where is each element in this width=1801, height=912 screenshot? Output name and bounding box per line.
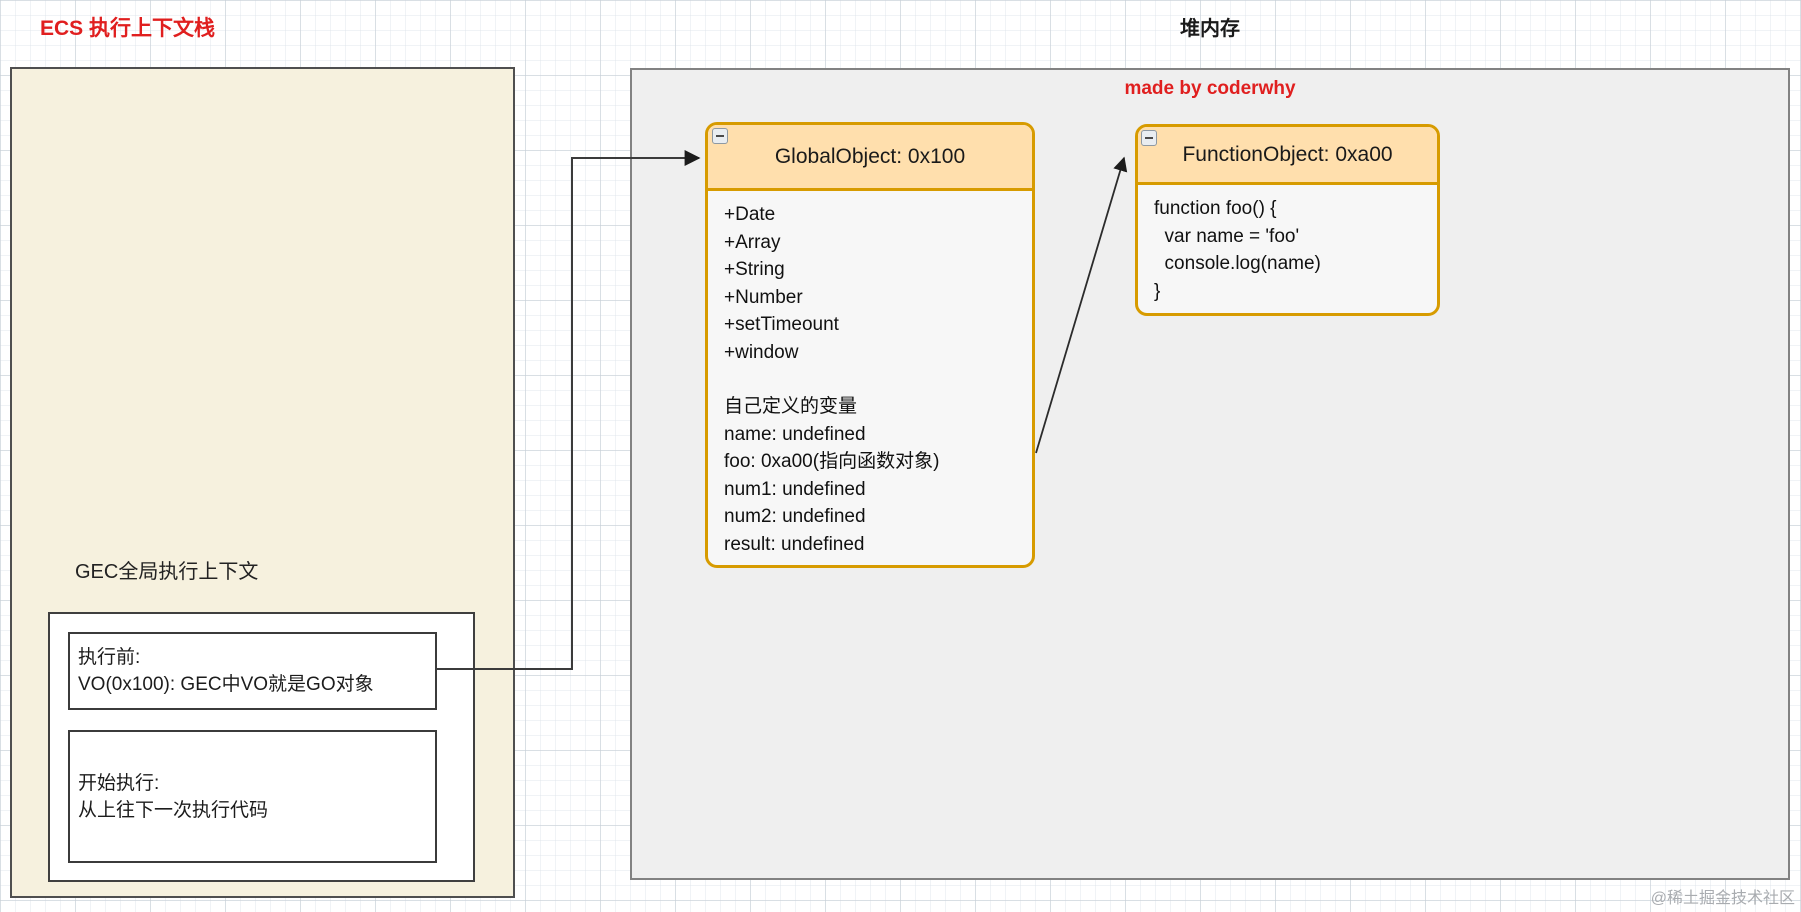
global-object-builtin-props: +Date +Array +String +Number +setTimeount +wi… bbox=[724, 201, 1032, 366]
heap-title: 堆内存 bbox=[1180, 18, 1240, 40]
property-line: num1: undefined bbox=[724, 478, 866, 500]
collapse-minus-icon[interactable] bbox=[1141, 130, 1157, 146]
property-line: name: undefined bbox=[724, 423, 866, 445]
property-line: +Date bbox=[724, 204, 776, 225]
function-object-node[interactable]: FunctionObject: 0xa00 function foo() { v… bbox=[1135, 124, 1440, 316]
gec-before-line2: VO(0x100): GEC中VO就是GO对象 bbox=[78, 674, 374, 695]
stack-title: ECS 执行上下文栈 bbox=[40, 17, 216, 40]
blank-line bbox=[724, 366, 1032, 393]
collapse-minus-icon[interactable] bbox=[712, 128, 728, 144]
gec-run-box[interactable]: 开始执行: 从上往下一次执行代码 bbox=[68, 730, 437, 863]
property-line: foo: 0xa00(指向函数对象) bbox=[724, 451, 940, 472]
function-object-body: function foo() { var name = 'foo' consol… bbox=[1138, 185, 1437, 305]
gec-before-box[interactable]: 执行前: VO(0x100): GEC中VO就是GO对象 bbox=[68, 632, 437, 710]
property-line: num2: undefined bbox=[724, 506, 866, 527]
gec-run-line1: 开始执行: bbox=[78, 772, 160, 794]
gec-label: GEC全局执行上下文 bbox=[75, 561, 259, 583]
gec-before-line1: 执行前: bbox=[78, 647, 141, 668]
global-object-custom-props: name: undefined foo: 0xa00(指向函数对象) num1: u… bbox=[724, 421, 1032, 559]
global-object-node[interactable]: GlobalObject: 0x100 +Date +Array +String +N… bbox=[705, 122, 1035, 568]
property-line: +Array bbox=[724, 231, 781, 253]
custom-vars-label: 自己定义的变量 bbox=[724, 396, 858, 417]
property-line: +String bbox=[724, 259, 785, 280]
property-line: +window bbox=[724, 341, 799, 363]
property-line: +Number bbox=[724, 286, 803, 308]
function-object-code: function foo() { var name = 'foo' consol… bbox=[1154, 195, 1437, 305]
property-line: +setTimeount bbox=[724, 314, 839, 335]
global-object-body: +Date +Array +String +Number +setTimeount +wi… bbox=[708, 191, 1032, 558]
code-line: } bbox=[1154, 280, 1161, 302]
code-line: function foo() { bbox=[1154, 198, 1277, 219]
property-line: result: undefined bbox=[724, 533, 865, 555]
code-line: console.log(name) bbox=[1154, 253, 1321, 274]
function-object-title: FunctionObject: 0xa00 bbox=[1138, 127, 1437, 185]
code-line: var name = 'foo' bbox=[1154, 225, 1300, 247]
global-object-title: GlobalObject: 0x100 bbox=[708, 125, 1032, 191]
credit-text: made by coderwhy bbox=[1124, 78, 1296, 99]
gec-run-line2: 从上往下一次执行代码 bbox=[78, 799, 269, 821]
watermark: @稀土掘金技术社区 bbox=[1650, 890, 1795, 907]
